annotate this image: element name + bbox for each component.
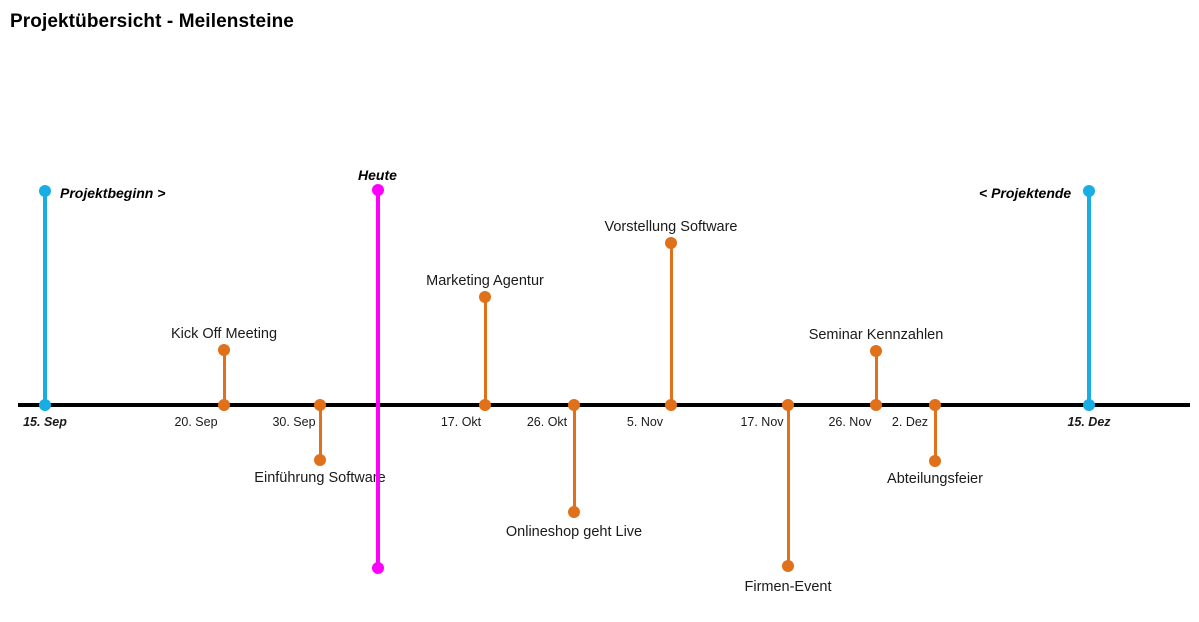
start-marker-label: Projektbeginn > (60, 185, 166, 201)
milestone-label: Seminar Kennzahlen (808, 327, 944, 343)
today-marker-label: Heute (358, 167, 397, 183)
axis-tick-label: 30. Sep (272, 415, 316, 429)
milestone-dot-tip[interactable] (314, 454, 326, 466)
milestone-stem (786, 405, 790, 566)
milestone-label: Kick Off Meeting (170, 326, 278, 342)
milestone-dot-axis[interactable] (929, 399, 941, 411)
milestone-stem (669, 243, 673, 405)
today-marker-line (376, 190, 380, 568)
milestone-label: Onlineshop geht Live (505, 524, 643, 540)
axis-tick-label: 17. Nov (740, 415, 784, 429)
axis-tick-label: 20. Sep (174, 415, 218, 429)
milestone-stem (483, 297, 487, 405)
axis-tick-label: 26. Okt (526, 415, 568, 429)
milestone-label: Abteilungsfeier (887, 471, 983, 487)
milestone-label: Firmen-Event (744, 579, 832, 595)
axis-tick-label: 2. Dez (891, 415, 929, 429)
start-marker-dot[interactable] (39, 399, 51, 411)
axis-tick-label: 15. Dez (1067, 415, 1111, 429)
milestone-dot-tip[interactable] (929, 455, 941, 467)
milestone-dot-tip[interactable] (218, 344, 230, 356)
end-marker-line (1087, 191, 1091, 405)
milestone-stem (222, 350, 226, 405)
milestone-dot-tip[interactable] (870, 345, 882, 357)
start-marker-line (43, 191, 47, 405)
milestone-stem (933, 405, 937, 461)
axis-tick-label: 17. Okt (440, 415, 482, 429)
page-title: Projektübersicht - Meilensteine (10, 11, 294, 32)
today-marker-dot[interactable] (372, 184, 384, 196)
milestone-dot-axis[interactable] (870, 399, 882, 411)
start-marker-dot[interactable] (39, 185, 51, 197)
milestone-label: Marketing Agentur (426, 273, 544, 289)
milestone-stem (874, 351, 878, 405)
milestone-dot-tip[interactable] (479, 291, 491, 303)
milestone-dot-axis[interactable] (314, 399, 326, 411)
milestone-dot-tip[interactable] (568, 506, 580, 518)
timeline-axis (18, 403, 1190, 407)
milestone-dot-axis[interactable] (479, 399, 491, 411)
end-marker-dot[interactable] (1083, 185, 1095, 197)
milestone-dot-axis[interactable] (218, 399, 230, 411)
milestone-dot-axis[interactable] (665, 399, 677, 411)
axis-tick-label: 15. Sep (23, 415, 67, 429)
today-marker-dot[interactable] (372, 562, 384, 574)
milestone-stem (572, 405, 576, 512)
milestone-dot-tip[interactable] (665, 237, 677, 249)
milestone-stem (318, 405, 322, 460)
milestone-dot-axis[interactable] (568, 399, 580, 411)
milestone-dot-axis[interactable] (782, 399, 794, 411)
axis-tick-label: 5. Nov (626, 415, 664, 429)
milestone-dot-tip[interactable] (782, 560, 794, 572)
end-marker-label: < Projektende (979, 185, 1072, 201)
end-marker-dot[interactable] (1083, 399, 1095, 411)
milestone-label: Einführung Software (254, 470, 386, 486)
axis-tick-label: 26. Nov (828, 415, 872, 429)
milestone-label: Vorstellung Software (604, 219, 738, 235)
